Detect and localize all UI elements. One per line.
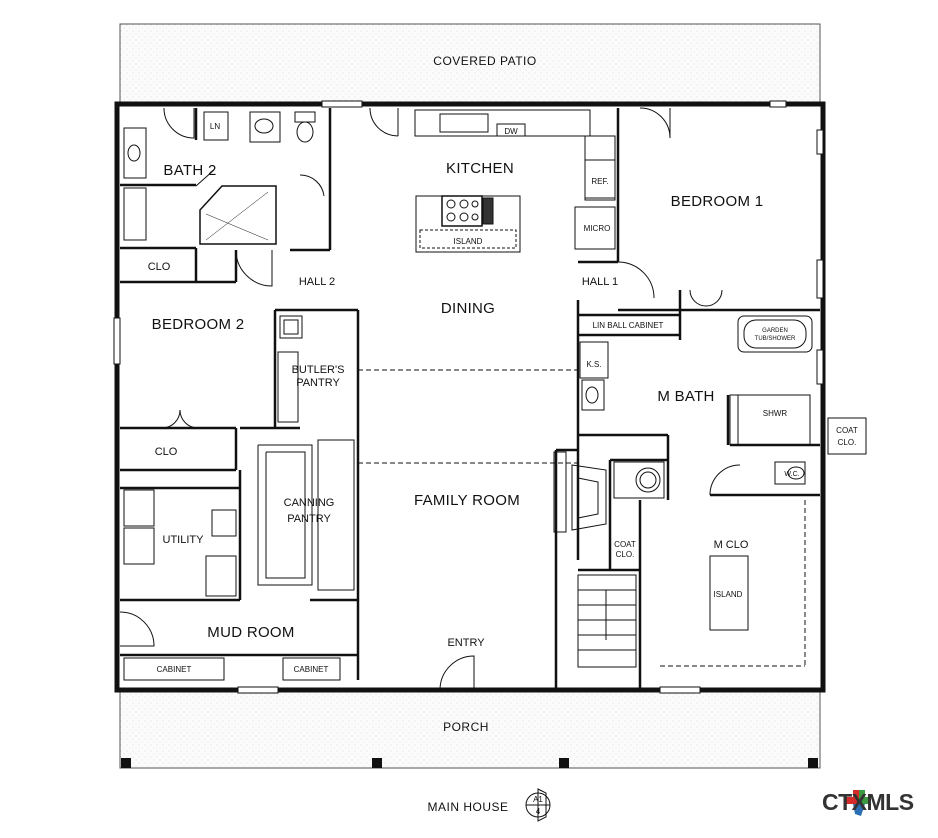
- label-mud-room: MUD ROOM: [207, 624, 294, 641]
- label-island-kitchen: ISLAND: [454, 237, 483, 246]
- butlers-pantry-sink: [277, 315, 303, 423]
- coat-closet-exterior-box: [827, 417, 867, 455]
- door-swings: [119, 107, 741, 691]
- label-island-closet: ISLAND: [714, 590, 743, 599]
- master-bath-fixtures: [579, 315, 813, 631]
- label-family-room: FAMILY ROOM: [414, 492, 520, 509]
- interior-walls: [120, 108, 820, 690]
- label-section-top: A1: [533, 795, 543, 804]
- label-ln: LN: [210, 122, 220, 131]
- label-bath2: BATH 2: [163, 162, 216, 179]
- room-labels: COVERED PATIO KITCHEN BATH 2 LN DW REF. …: [148, 54, 858, 816]
- label-coat-clo-out-1: COAT: [836, 426, 858, 435]
- mud-cabinets: [123, 657, 341, 681]
- label-dining: DINING: [441, 300, 495, 317]
- label-wc: W.C.: [784, 471, 799, 478]
- stairs: [577, 574, 637, 668]
- label-kitchen: KITCHEN: [446, 160, 514, 177]
- ctxmls-logo-icon: [845, 790, 871, 816]
- label-m-clo: M CLO: [714, 539, 749, 551]
- label-coat-clo-in-2: CLO.: [616, 550, 635, 559]
- bath2-fixtures: [123, 111, 316, 245]
- label-cabinet-right: CABINET: [294, 665, 329, 674]
- label-covered-patio: COVERED PATIO: [433, 54, 536, 68]
- label-bedroom1: BEDROOM 1: [671, 193, 764, 210]
- label-garden-tub-1: GARDEN: [762, 328, 788, 334]
- ctxmls-logo-text: CTXMLS: [822, 789, 914, 815]
- label-clo-bath2: CLO: [148, 261, 171, 273]
- label-ref: REF.: [591, 177, 608, 186]
- canning-shelves: [257, 439, 355, 591]
- label-coat-clo-out-2: CLO.: [838, 438, 857, 447]
- label-hall2: HALL 2: [299, 276, 335, 288]
- label-cabinet-left: CABINET: [157, 665, 192, 674]
- label-canning-2: PANTRY: [287, 513, 331, 525]
- label-m-bath: M BATH: [657, 388, 714, 405]
- kitchen-island: [415, 195, 521, 253]
- section-marker: [525, 788, 551, 822]
- label-entry: ENTRY: [447, 637, 485, 649]
- label-utility: UTILITY: [163, 534, 205, 546]
- utility-fixtures: [123, 489, 237, 597]
- label-butlers-2: PANTRY: [296, 377, 340, 389]
- kitchen-counters: [414, 109, 616, 250]
- label-bedroom2: BEDROOM 2: [152, 316, 245, 333]
- label-shwr: SHWR: [763, 409, 788, 418]
- dashed-separators: [358, 369, 806, 667]
- covered-patio-area: [119, 23, 821, 105]
- label-porch: PORCH: [443, 720, 489, 734]
- label-micro: MICRO: [584, 224, 611, 233]
- label-butlers-1: BUTLER'S: [292, 364, 345, 376]
- label-canning-1: CANNING: [284, 497, 335, 509]
- exterior-walls: [114, 101, 826, 693]
- label-coat-clo-in-1: COAT: [614, 540, 636, 549]
- label-garden-tub-2: TUB/SHOWER: [755, 336, 796, 342]
- label-section-bottom: 4: [536, 807, 541, 816]
- porch-posts: [121, 758, 818, 768]
- label-clo-bed2: CLO: [155, 446, 178, 458]
- label-ks: K.S.: [586, 360, 601, 369]
- porch-area: [119, 689, 821, 769]
- label-lin-ball-cabinet: LIN BALL CABINET: [593, 321, 664, 330]
- fireplace: [553, 451, 607, 533]
- label-hall1: HALL 1: [582, 276, 618, 288]
- label-main-house: MAIN HOUSE: [427, 800, 508, 814]
- windows: [113, 100, 824, 694]
- label-dw: DW: [504, 127, 518, 136]
